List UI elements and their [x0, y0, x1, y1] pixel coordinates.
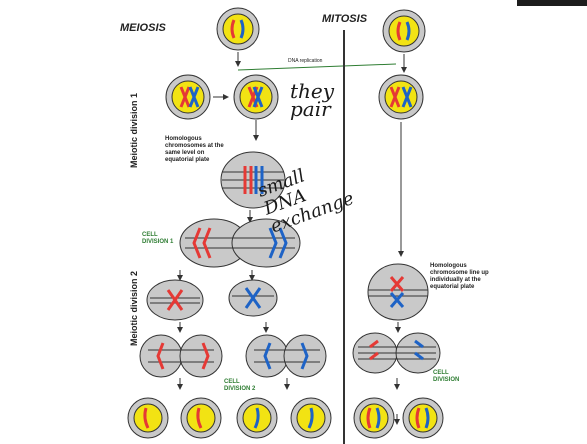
cell-division-2-label: CELL DIVISION 2 [224, 379, 264, 393]
parent-cell-meiosis [217, 8, 259, 50]
meiotic-division-1-label: Meiotic division 1 [129, 93, 139, 168]
handwriting-they-pair: they pair [290, 82, 350, 118]
vertical-divider [343, 30, 345, 444]
mitosis-title: MITOSIS [322, 13, 367, 25]
meiosis-2-cell-left [147, 280, 203, 320]
paired-cell-meiosis [234, 75, 278, 119]
meiosis-title: MEIOSIS [120, 22, 166, 34]
replicated-cell-mitosis [379, 75, 423, 119]
mitosis-anaphase-cell [353, 333, 440, 373]
homologous-individually-note: Homologous chromosome line up individual… [430, 263, 494, 291]
daughter-cell [354, 398, 394, 438]
gamete-cell [291, 398, 331, 438]
gamete-cell [181, 398, 221, 438]
anaphase-2-left [140, 335, 222, 377]
gamete-cell [237, 398, 277, 438]
cell-division-1-label: CELL DIVISION 1 [142, 232, 182, 246]
anaphase-2-right [246, 335, 326, 377]
homologous-same-level-note: Homologous chromosomes at the same level… [165, 136, 225, 164]
meiotic-division-2-label: Meiotic division 2 [129, 271, 139, 346]
dna-replication-label: DNA replication [288, 58, 322, 65]
meiosis-2-cell-right [229, 280, 277, 316]
gamete-cell [128, 398, 168, 438]
parent-cell-mitosis [383, 10, 425, 52]
cell-division-label: CELL DIVISION [433, 370, 473, 384]
mitosis-metaphase-cell [368, 264, 428, 320]
daughter-cell [403, 398, 443, 438]
replicated-cell-meiosis [166, 75, 210, 119]
